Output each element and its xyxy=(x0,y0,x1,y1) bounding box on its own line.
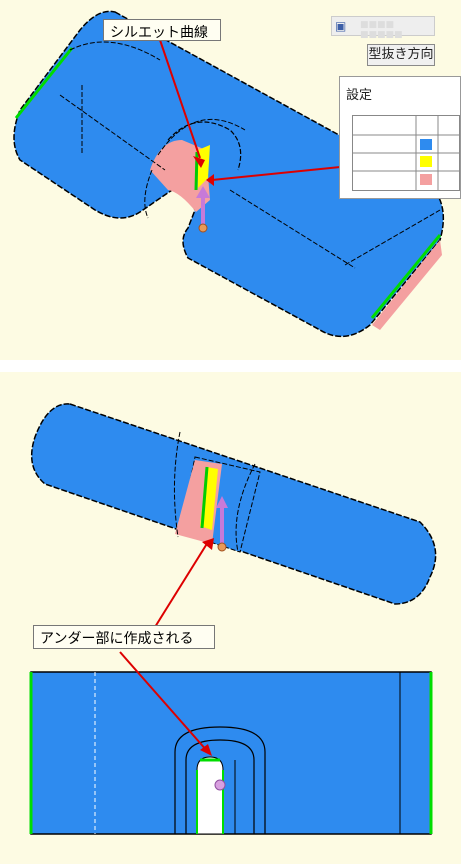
settings-dialog-title: 設定 xyxy=(346,88,373,103)
edge-highlight-left xyxy=(14,47,74,119)
callout-arrow-1 xyxy=(159,39,201,159)
model-view-bottom xyxy=(29,403,437,835)
viewport-top[interactable]: シルエット曲線 ▣ ■■■■ ■■■■■ 型抜き方向 設定 xyxy=(0,0,461,360)
toolbar-label: ■■■■ ■■■■■ xyxy=(360,20,403,40)
silhouette-curve-callout: シルエット曲線 xyxy=(103,19,221,41)
draw-direction-arrowhead xyxy=(196,186,210,198)
color-swatch-silhouette[interactable] xyxy=(420,156,432,167)
undercut-callout: アンダー部に作成される xyxy=(33,625,215,649)
settings-color-table xyxy=(352,115,460,191)
model-view-top xyxy=(13,10,445,338)
draw-direction-button[interactable]: 型抜き方向 xyxy=(367,44,435,66)
edge-highlight-right xyxy=(370,234,442,319)
car-icon: ▣ xyxy=(335,19,347,33)
color-swatch-undercut[interactable] xyxy=(420,174,432,185)
silhouette-curve-face xyxy=(198,145,210,188)
toolbar-button[interactable]: ▣ ■■■■ ■■■■■ xyxy=(331,16,435,40)
settings-dialog: 設定 xyxy=(339,76,461,199)
undercut-slot xyxy=(196,756,224,835)
direction-handle-front[interactable] xyxy=(214,779,226,791)
undercut-side-right xyxy=(372,240,442,330)
callout-arrow-2 xyxy=(211,164,361,181)
color-swatch-face[interactable] xyxy=(420,139,432,150)
part-face-front xyxy=(30,671,432,835)
vector-origin-handle-rotated[interactable] xyxy=(217,542,227,552)
viewport-bottom[interactable]: アンダー部に作成される xyxy=(0,372,461,864)
vector-origin-handle[interactable] xyxy=(198,223,208,233)
